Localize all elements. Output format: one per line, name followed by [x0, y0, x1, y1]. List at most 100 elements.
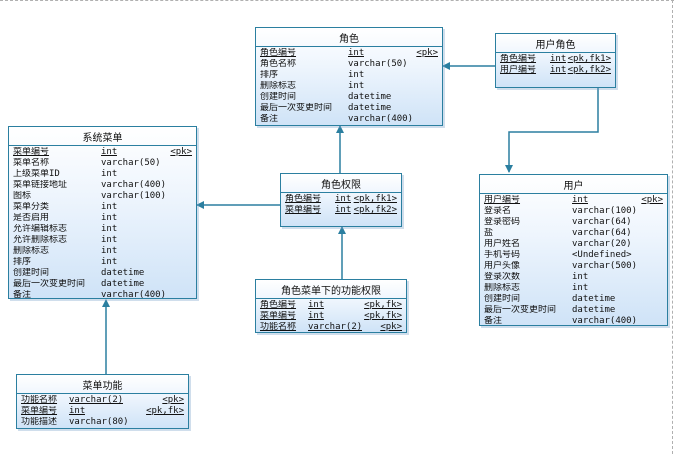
- column-key: <pk>: [416, 48, 438, 58]
- column-type: varchar(64): [572, 217, 632, 227]
- column-name: 备注: [13, 290, 32, 299]
- entity-title: 菜单功能: [17, 375, 188, 394]
- column-name: 用户编号: [500, 65, 537, 75]
- column-key: [166, 191, 192, 202]
- column-key: [364, 70, 438, 81]
- column-key: <pk,fk2>: [353, 205, 397, 215]
- column-name: 允许删除标志: [13, 235, 68, 245]
- column-key: [364, 81, 438, 92]
- column-type: varchar(400): [572, 316, 638, 326]
- column-key: [144, 268, 192, 279]
- column-name: 图标: [13, 191, 32, 201]
- column-type: varchar(100): [101, 191, 167, 201]
- column-key: [632, 239, 663, 250]
- column-type: datetime: [101, 279, 145, 289]
- column-name: 排序: [13, 257, 32, 267]
- column-type: int: [572, 195, 589, 205]
- entity-title: 角色: [256, 28, 442, 47]
- column-type: int: [101, 213, 118, 223]
- column-name: 功能名称: [260, 322, 297, 332]
- column-row: 图标 varchar(100): [13, 191, 192, 202]
- column-name: 角色编号: [500, 54, 537, 64]
- column-type: varchar(400): [101, 180, 167, 190]
- column-name: 角色名称: [260, 59, 297, 69]
- column-key: [637, 316, 663, 325]
- column-type: int: [572, 283, 589, 293]
- column-name: 菜单编号: [13, 147, 50, 157]
- column-type: int: [348, 70, 365, 80]
- column-type: int: [572, 272, 589, 282]
- column-type: datetime: [572, 305, 616, 315]
- connector-user-role-to-user: [505, 88, 599, 173]
- column-type: int: [101, 202, 118, 212]
- column-type: <Undefined>: [572, 250, 632, 260]
- column-type: varchar(100): [572, 206, 638, 216]
- column-name: 用户头像: [484, 261, 521, 271]
- column-key: [161, 158, 192, 169]
- column-type: int: [101, 224, 118, 234]
- column-name: 删除标志: [13, 246, 50, 256]
- column-name: 角色编号: [260, 300, 297, 310]
- column-name: 用户编号: [484, 195, 521, 205]
- column-type: varchar(400): [348, 114, 414, 124]
- column-row: 登录名 varchar(100): [484, 206, 663, 217]
- column-type: varchar(20): [572, 239, 632, 249]
- column-key: [166, 180, 192, 191]
- column-name: 最后一次变更时间: [260, 103, 333, 113]
- column-key: [615, 305, 663, 316]
- column-row: 删除标志 int: [260, 81, 438, 92]
- column-name: 菜单编号: [21, 406, 58, 416]
- column-type: int: [308, 311, 325, 321]
- column-type: varchar(64): [572, 228, 632, 238]
- column-type: int: [101, 169, 118, 179]
- column-type: int: [348, 81, 365, 91]
- column-name: 菜单编号: [260, 311, 297, 321]
- column-key: [615, 294, 663, 305]
- column-row: 菜单编号 int <pk,fk>: [260, 311, 402, 322]
- column-key: [117, 246, 192, 257]
- column-name: 登录名: [484, 206, 512, 216]
- column-key: [632, 217, 663, 228]
- column-key: <pk,fk>: [364, 311, 402, 321]
- column-type: datetime: [572, 294, 616, 304]
- column-key: <pk>: [641, 195, 663, 205]
- column-key: [413, 114, 438, 125]
- column-type: int: [101, 147, 118, 157]
- entity-title: 系统菜单: [9, 127, 196, 146]
- column-key: [117, 202, 192, 213]
- column-key: [632, 250, 663, 261]
- column-key: <pk,fk2>: [567, 65, 611, 75]
- column-key: [408, 59, 438, 70]
- column-type: int: [101, 257, 118, 267]
- column-key: [117, 257, 192, 268]
- column-type: varchar(80): [69, 417, 129, 427]
- column-type: int: [335, 194, 352, 204]
- column-key: [166, 290, 192, 298]
- column-name: 删除标志: [260, 81, 297, 91]
